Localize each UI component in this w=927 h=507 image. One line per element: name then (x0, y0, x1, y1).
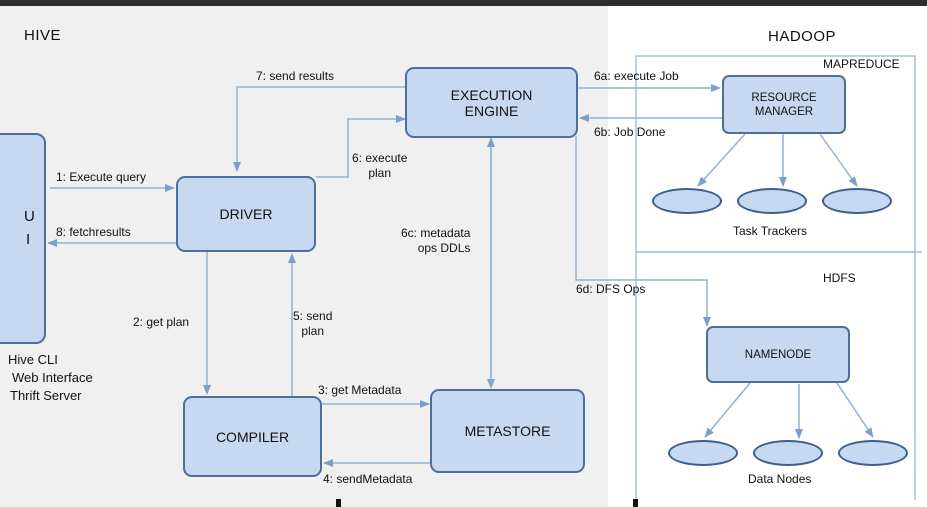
resource-manager-line1: RESOURCE (751, 91, 817, 104)
mapreduce-label: MAPREDUCE (823, 57, 900, 71)
namenode-box: NAMENODE (706, 326, 850, 383)
client-hive-cli: Hive CLI (8, 352, 58, 367)
task-trackers-label: Task Trackers (733, 224, 808, 238)
step-6-line2: plan (368, 166, 392, 180)
step-7-label: 7: send results (256, 69, 335, 83)
step-6b-label: 6b: Job Done (594, 125, 666, 139)
data-node-1 (668, 440, 738, 466)
step-5-label: 5: send plan (293, 309, 332, 339)
step-1-label: 1: Execute query (56, 170, 147, 184)
task-tracker-1 (652, 188, 722, 214)
step-5-line1: 5: send (293, 309, 333, 323)
top-bar (0, 0, 927, 6)
resource-manager-line2: MANAGER (754, 105, 814, 118)
arrow-nn-node-1 (704, 382, 751, 438)
resource-manager-box: RESOURCE MANAGER (722, 75, 846, 134)
hdfs-label: HDFS (823, 271, 856, 285)
step-6-line1: 6: execute (352, 151, 408, 165)
step-6-label: 6: execute plan (352, 151, 407, 181)
hadoop-title: HADOOP (768, 28, 837, 45)
driver-box: DRIVER (176, 176, 316, 252)
step-6c-label: 6c: metadata ops DDLs (401, 226, 470, 256)
step-4-label: 4: sendMetadata (323, 472, 413, 486)
step-6d-label: 6d: DFS Ops (576, 282, 646, 296)
data-node-2 (753, 440, 823, 466)
step-6c-line2: ops DDLs (417, 241, 471, 255)
ui-letter-i: I (26, 231, 31, 248)
hive-title: HIVE (24, 27, 62, 44)
metastore-box: METASTORE (430, 389, 585, 473)
client-web-interface: Web Interface (12, 370, 93, 385)
client-thrift-server: Thrift Server (10, 388, 82, 403)
namenode-label: NAMENODE (744, 348, 812, 361)
metastore-label: METASTORE (464, 423, 551, 439)
compiler-label: COMPILER (215, 428, 290, 445)
step-6c-line1: 6c: metadata (401, 226, 471, 240)
arrow-execute-plan (316, 115, 406, 178)
bottom-marker-2 (633, 499, 638, 507)
bottom-marker-1 (336, 499, 341, 507)
task-tracker-2 (737, 188, 807, 214)
step-8-label: 8: fetchresults (56, 225, 131, 239)
execution-engine-box: EXECUTION ENGINE (405, 67, 578, 138)
execution-engine-line1: EXECUTION (450, 86, 533, 103)
arrow-rm-tracker-3 (819, 133, 858, 187)
driver-label: DRIVER (219, 206, 273, 222)
step-5-line2: plan (301, 324, 325, 338)
arrow-dfs-ops (575, 136, 711, 327)
task-tracker-3 (822, 188, 892, 214)
ui-component (0, 133, 46, 344)
ui-letter-u: U (24, 208, 35, 225)
execution-engine-line2: ENGINE (464, 102, 519, 119)
data-node-3 (838, 440, 908, 466)
step-6a-label: 6a: execute Job (594, 69, 679, 83)
step-3-label: 3: get Metadata (318, 383, 402, 397)
hadoop-frames (635, 55, 922, 500)
compiler-box: COMPILER (183, 396, 322, 477)
arrow-nn-node-3 (836, 382, 874, 438)
arrow-send-results (233, 86, 405, 172)
arrow-rm-tracker-1 (697, 133, 746, 187)
data-nodes-label: Data Nodes (748, 472, 812, 486)
step-2-label: 2: get plan (133, 315, 190, 329)
